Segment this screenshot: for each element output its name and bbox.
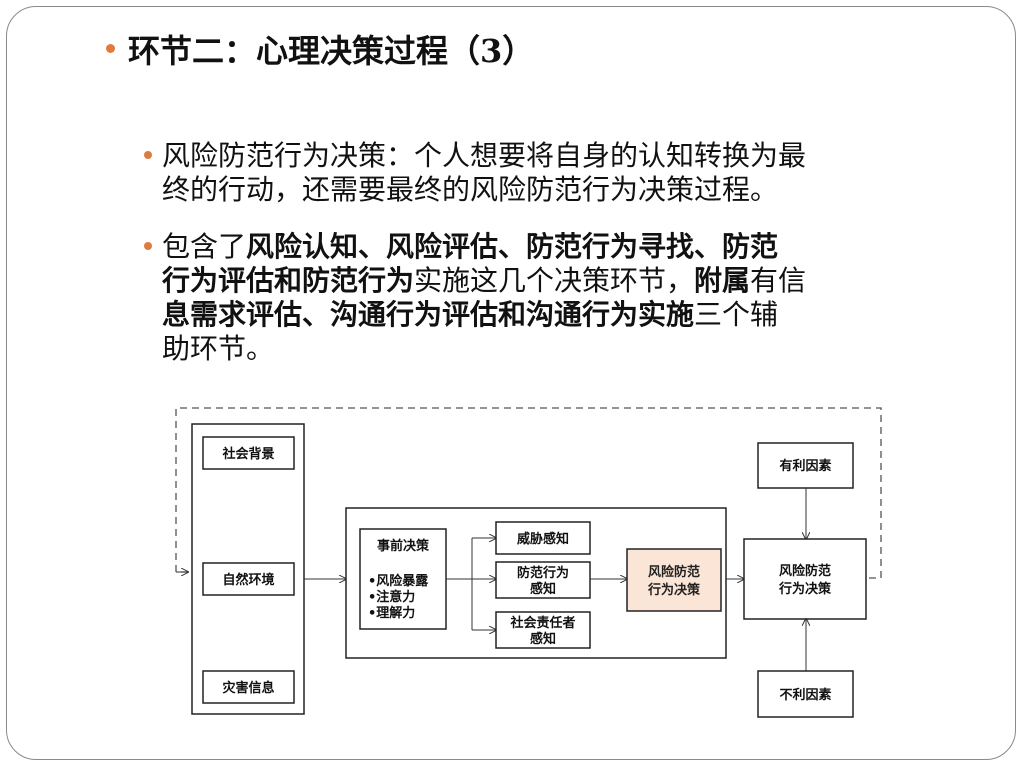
bold-run: 附属 [694, 264, 751, 297]
bullet-dot-icon [144, 242, 152, 250]
text-run: 有信 [750, 264, 807, 297]
text-run: 三个辅 [694, 298, 779, 331]
label-stakeholder-perception-2: 感知 [530, 631, 556, 647]
label-final-decision-1: 风险防范 [779, 563, 831, 579]
label-protective-perception-2: 感知 [530, 581, 556, 597]
box-natural-environment [202, 562, 295, 596]
box-disaster-info [202, 670, 295, 704]
box-final-decision [743, 538, 867, 620]
bullet-1: 风险防范行为决策：个人想要将自身的认知转换为最 终的行动，还需要最终的风险防范行… [162, 139, 962, 207]
label-protective-perception-1: 防范行为 [517, 565, 569, 581]
bold-run: 风险认知、风险评估、防范行为寻找、防范 [246, 230, 779, 263]
label-center-decision-1: 风险防范 [648, 564, 700, 580]
bullet-2-line-3: 息需求评估、沟通行为评估和沟通行为实施三个辅 [162, 298, 962, 332]
box-favorable-factors [757, 442, 854, 489]
bullet-dot-icon [144, 151, 152, 159]
bullet-2-line-1: 包含了风险认知、风险评估、防范行为寻找、防范 [162, 230, 962, 264]
bullet-2-line-4: 助环节。 [162, 332, 962, 366]
label-comprehension: •理解力 [368, 605, 415, 621]
title-bullet-icon [106, 44, 115, 53]
box-protective-perception [495, 561, 591, 599]
label-center-decision-2: 行为决策 [647, 582, 701, 598]
slide-title: 环节二：心理决策过程（3） [128, 32, 535, 70]
label-unfavorable-factors: 不利因素 [779, 687, 831, 703]
bold-run: 息需求评估、沟通行为评估和沟通行为实施 [162, 298, 695, 331]
label-social-background: 社会背景 [221, 446, 274, 462]
box-threat-perception [495, 521, 591, 555]
label-favorable-factors: 有利因素 [779, 458, 831, 474]
slide-frame [6, 6, 1016, 760]
label-attention: •注意力 [368, 589, 415, 605]
box-social-background [202, 436, 295, 470]
box-pre-decision [359, 528, 447, 630]
bold-run: 行为评估和防范行为 [162, 264, 415, 297]
feedback-dashed-line [175, 407, 882, 579]
box-stakeholder-perception [495, 611, 591, 649]
label-pre-decision: 事前决策 [377, 538, 430, 554]
box-unfavorable-factors [757, 670, 854, 718]
label-final-decision-2: 行为决策 [778, 581, 832, 597]
label-disaster-info: 灾害信息 [222, 680, 274, 696]
label-threat-perception: 威胁感知 [517, 531, 569, 547]
label-stakeholder-perception-1: 社会责任者 [509, 615, 575, 631]
text-run: 助环节。 [162, 332, 275, 365]
box-center-decision [626, 548, 722, 612]
text-run: 实施这几个决策环节， [414, 264, 695, 297]
label-risk-exposure: •风险暴露 [368, 573, 429, 589]
bullet-1-line-1: 风险防范行为决策：个人想要将自身的认知转换为最 [162, 139, 807, 172]
label-natural-environment: 自然环境 [222, 572, 274, 588]
text-run: 包含了 [162, 230, 247, 263]
bullet-2-line-2: 行为评估和防范行为实施这几个决策环节，附属有信 [162, 264, 962, 298]
bullet-2: 包含了风险认知、风险评估、防范行为寻找、防范 行为评估和防范行为实施这几个决策环… [162, 230, 962, 366]
bullet-1-line-2: 终的行动，还需要最终的风险防范行为决策过程。 [162, 173, 779, 206]
